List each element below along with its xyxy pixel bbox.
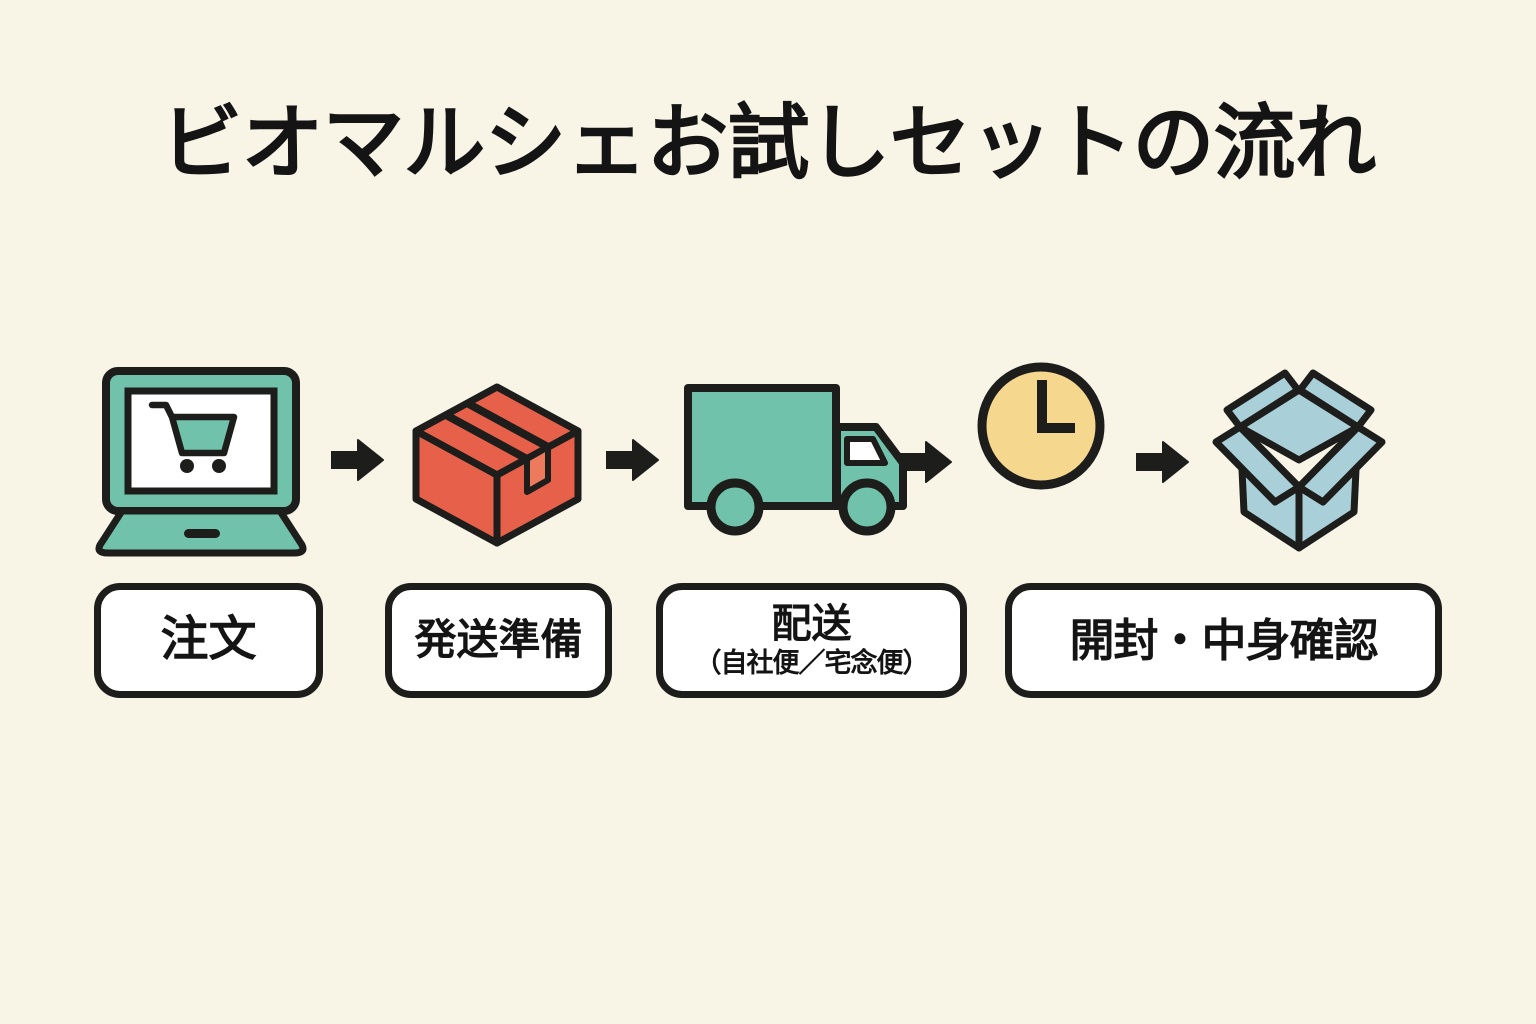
delivery-truck-icon bbox=[683, 383, 911, 539]
arrow-right-icon bbox=[1136, 440, 1190, 484]
open-box-icon bbox=[1206, 366, 1400, 554]
step-label-prepare: 発送準備 bbox=[385, 583, 612, 698]
laptop-cart-svg bbox=[95, 367, 307, 557]
clock-svg bbox=[977, 362, 1105, 490]
step-label-order-text: 注文 bbox=[160, 613, 257, 667]
step-label-open-check-text: 開封・中身確認 bbox=[1069, 614, 1378, 666]
open-box-svg bbox=[1212, 369, 1386, 552]
delivery-truck-svg bbox=[684, 384, 907, 536]
arrow-right-icon bbox=[331, 438, 385, 482]
step-label-prepare-text: 発送準備 bbox=[414, 616, 583, 664]
step-label-open-check: 開封・中身確認 bbox=[1005, 583, 1442, 698]
step-label-delivery: 配送 （自社便／宅念便） bbox=[656, 583, 967, 698]
arrow-right-icon bbox=[899, 440, 953, 484]
package-box-icon bbox=[410, 381, 584, 549]
step-label-delivery-subtext: （自社便／宅念便） bbox=[694, 648, 930, 679]
step-label-delivery-text: 配送 bbox=[771, 602, 852, 647]
clock-icon bbox=[973, 358, 1109, 495]
arrow-right-icon bbox=[606, 438, 660, 482]
laptop-cart-icon bbox=[88, 365, 314, 557]
step-label-order: 注文 bbox=[94, 583, 323, 698]
page-title: ビオマルシェお試しセットの流れ bbox=[160, 98, 1376, 189]
package-box-svg bbox=[412, 383, 582, 547]
